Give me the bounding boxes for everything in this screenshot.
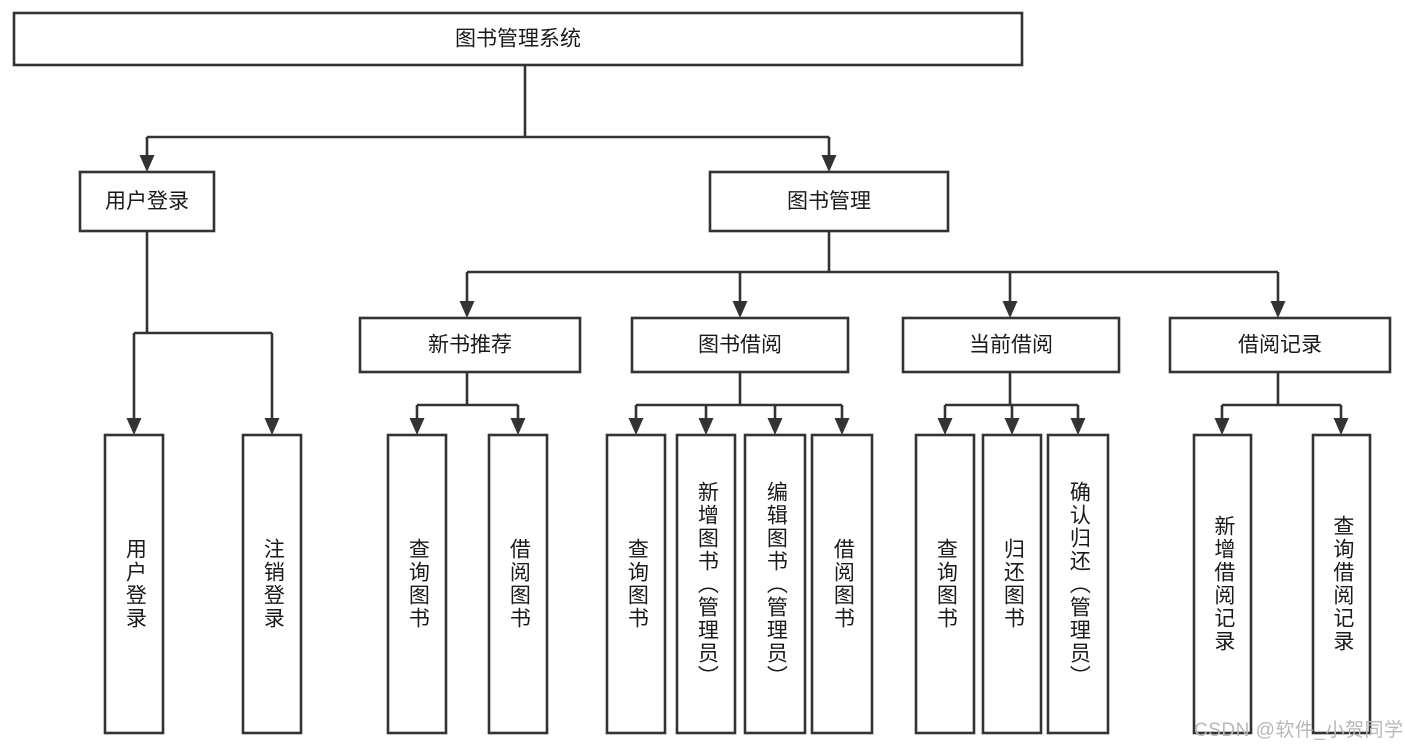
node-box-leaf-user-login[interactable] <box>103 433 165 735</box>
arrow-head-icon <box>628 418 644 435</box>
node-box-user-login[interactable] <box>78 170 216 233</box>
node-box-book-borrow[interactable] <box>630 316 850 374</box>
conn-current-borrow <box>937 372 1086 435</box>
arrow-head-icon <box>1214 418 1230 435</box>
node-box-leaf-query-borrow-record[interactable] <box>1311 433 1372 735</box>
node-box-leaf-add-borrow-record[interactable] <box>1192 433 1253 735</box>
arrow-head-icon <box>1070 418 1086 435</box>
conn-book-borrow <box>628 372 850 435</box>
arrow-head-icon <box>409 418 425 435</box>
node-box-leaf-logout[interactable] <box>241 433 303 735</box>
node-box-leaf-confirm-return-admin[interactable] <box>1046 433 1110 735</box>
arrow-head-icon <box>459 301 475 318</box>
csdn-watermark: CSDN @软件_小贺同学 <box>1194 720 1404 741</box>
node-box-leaf-return-book[interactable] <box>981 433 1043 735</box>
node-box-layer <box>12 11 1392 735</box>
arrow-head-icon <box>732 301 748 318</box>
arrow-head-icon <box>698 418 714 435</box>
conn-book-management <box>459 231 1286 318</box>
arrow-head-icon <box>1270 301 1286 318</box>
arrow-head-icon <box>1004 418 1020 435</box>
conn-user-login <box>126 231 280 435</box>
conn-new-book-recommend <box>409 372 526 435</box>
arrow-head-icon <box>510 418 526 435</box>
arrow-head-icon <box>1333 418 1349 435</box>
arrow-head-icon <box>139 155 155 172</box>
arrow-head-icon <box>767 418 783 435</box>
arrow-head-icon <box>834 418 850 435</box>
node-label-book-borrow: 图书借阅 <box>698 334 782 357</box>
arrow-head-icon <box>126 418 142 435</box>
arrow-head-icon <box>264 418 280 435</box>
node-label-root: 图书管理系统 <box>455 28 581 51</box>
node-box-leaf-edit-book-admin[interactable] <box>743 433 807 735</box>
node-label-current-borrow: 当前借阅 <box>969 334 1053 357</box>
arrow-head-icon <box>821 155 837 172</box>
node-box-leaf-query-book-borrow[interactable] <box>605 433 667 735</box>
node-label-user-login: 用户登录 <box>105 190 189 213</box>
conn-borrow-record <box>1214 372 1349 435</box>
node-label-book-management: 图书管理 <box>787 190 871 213</box>
node-box-leaf-add-book-admin[interactable] <box>675 433 737 735</box>
node-box-current-borrow[interactable] <box>901 316 1121 374</box>
node-box-leaf-borrow-book[interactable] <box>810 433 874 735</box>
connector-layer <box>126 65 1349 435</box>
conn-root <box>139 65 837 172</box>
node-label-borrow-record: 借阅记录 <box>1238 334 1322 357</box>
node-box-leaf-borrow-book-recommend[interactable] <box>487 433 549 735</box>
node-box-borrow-record[interactable] <box>1168 316 1392 374</box>
arrow-head-icon <box>1002 301 1018 318</box>
arrow-head-icon <box>937 418 953 435</box>
node-label-new-book-recommend: 新书推荐 <box>428 334 512 357</box>
node-box-leaf-query-book-current[interactable] <box>914 433 976 735</box>
node-box-new-book-recommend[interactable] <box>358 316 582 374</box>
node-box-book-management[interactable] <box>708 170 950 233</box>
node-box-root[interactable] <box>12 11 1024 67</box>
node-box-leaf-query-book-recommend[interactable] <box>386 433 448 735</box>
